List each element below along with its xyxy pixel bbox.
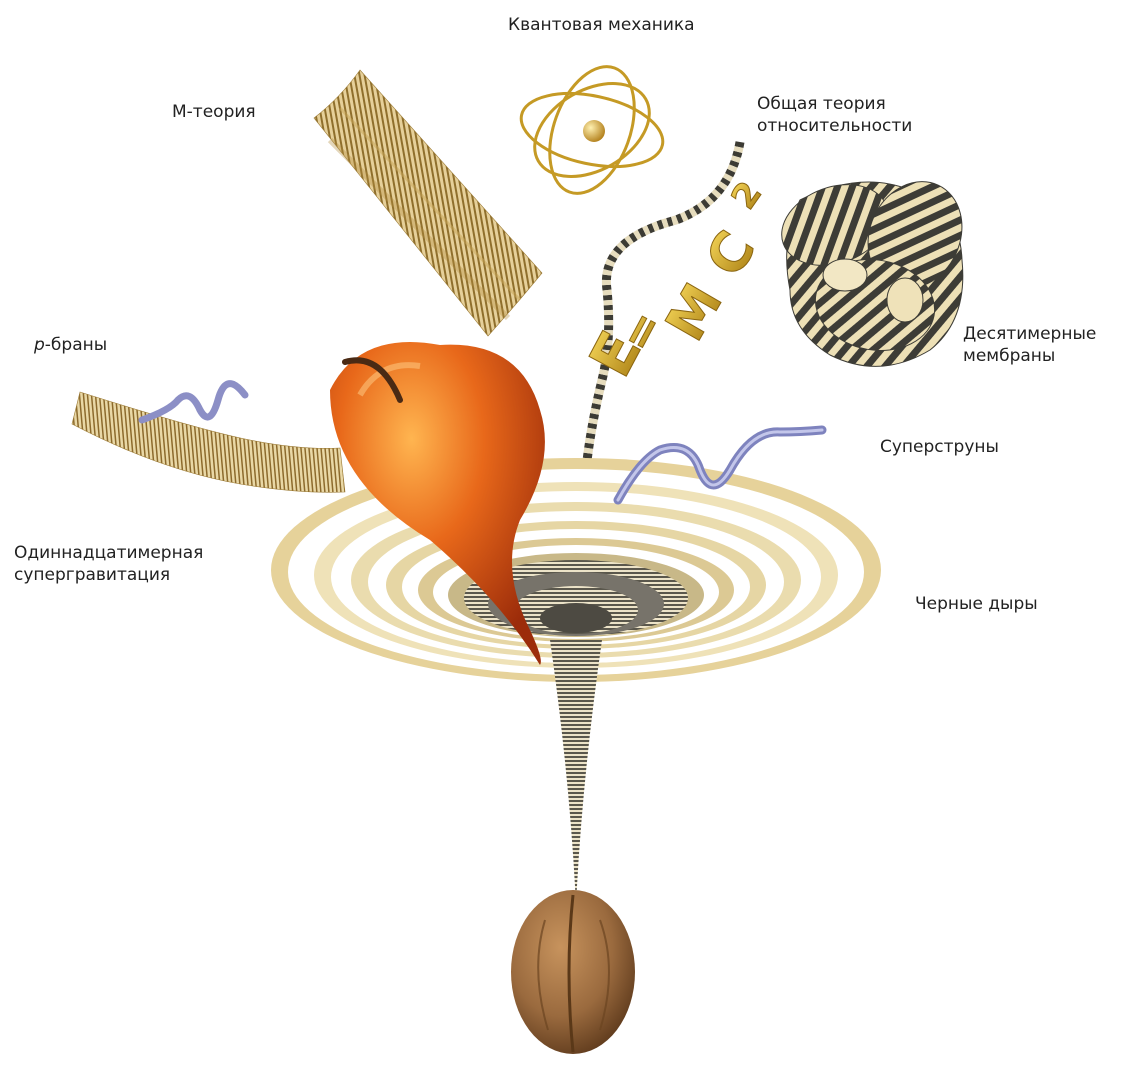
- label-p-branes: p-браны: [34, 334, 107, 356]
- label-general-relativity-line2: относительности: [757, 115, 912, 137]
- label-superstrings: Суперструны: [880, 436, 999, 458]
- label-general-relativity-line1: Общая теория: [757, 93, 912, 115]
- p-brane-strip: [72, 392, 345, 492]
- label-sugra-line1: Одиннадцатимерная: [14, 542, 203, 564]
- label-general-relativity: Общая теория относительности: [757, 93, 912, 137]
- black-hole-funnel: [271, 458, 881, 905]
- formula-c: C: [693, 220, 767, 287]
- label-ten-dim-line1: Десятимерные: [963, 323, 1096, 345]
- membrane-knot: [770, 166, 979, 366]
- label-black-holes: Черные дыры: [915, 593, 1038, 615]
- p-brane-string: [142, 384, 245, 420]
- label-quantum-mechanics: Квантовая механика: [508, 14, 695, 36]
- label-ten-dim-membranes: Десятимерные мембраны: [963, 323, 1096, 367]
- label-m-theory: М-теория: [172, 101, 256, 123]
- label-sugra-line2: супергравитация: [14, 564, 203, 586]
- m-theory-ribbon: [314, 70, 542, 336]
- walnut: [511, 890, 635, 1054]
- label-p-branes-rest: -браны: [45, 335, 107, 355]
- label-p-branes-p: p: [34, 335, 45, 355]
- atom: [515, 55, 670, 205]
- label-eleven-dim-supergravity: Одиннадцатимерная супергравитация: [14, 542, 203, 586]
- label-ten-dim-line2: мембраны: [963, 345, 1096, 367]
